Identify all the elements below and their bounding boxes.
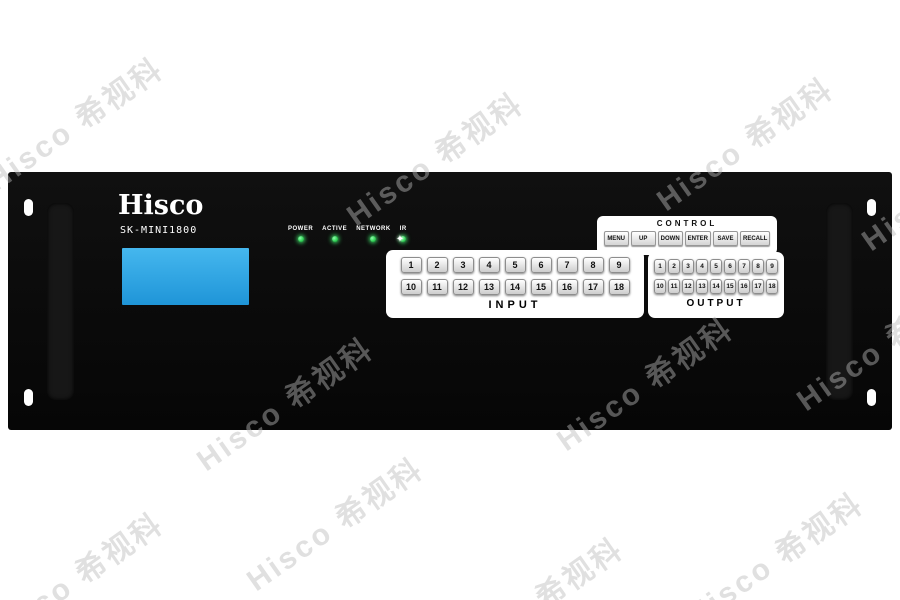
input-row-1: 1 2 3 4 5 6 7 8 9 (386, 257, 644, 273)
output-button-17[interactable]: 17 (752, 279, 764, 294)
output-label: OUTPUT (686, 298, 746, 309)
output-button-14[interactable]: 14 (710, 279, 722, 294)
input-label: INPUT (488, 299, 542, 311)
output-button-8[interactable]: 8 (752, 259, 764, 274)
control-button-up[interactable]: UP (630, 231, 656, 246)
panel-groove (826, 203, 853, 400)
output-button-3[interactable]: 3 (682, 259, 694, 274)
input-button-16[interactable]: 16 (556, 279, 578, 295)
control-section: CONTROL MENU UP DOWN ENTER SAVE RECALL (597, 216, 777, 255)
model-number: SK-MINI1800 (120, 225, 198, 236)
output-button-13[interactable]: 13 (696, 279, 708, 294)
control-button-menu[interactable]: MENU (603, 231, 629, 246)
watermark: Hisco 希视科 (0, 506, 170, 600)
led-power-label: POWER (288, 226, 314, 232)
output-button-4[interactable]: 4 (696, 259, 708, 274)
screw-slot (24, 199, 33, 216)
output-button-16[interactable]: 16 (738, 279, 750, 294)
led-active: ACTIVE (322, 226, 347, 242)
control-button-enter[interactable]: ENTER (684, 231, 711, 246)
ir-led-icon (400, 236, 407, 242)
output-button-6[interactable]: 6 (724, 259, 736, 274)
active-led-icon (331, 236, 338, 242)
output-section: 1 2 3 4 5 6 7 8 9 10 11 12 13 14 15 16 1… (648, 252, 784, 318)
screw-slot (24, 389, 33, 406)
output-button-1[interactable]: 1 (654, 259, 666, 274)
watermark: Hisco 希视科 (241, 451, 430, 598)
network-led-icon (370, 236, 377, 242)
input-button-13[interactable]: 13 (478, 279, 500, 295)
output-row-1: 1 2 3 4 5 6 7 8 9 (648, 259, 784, 274)
led-ir-label: IR (399, 226, 407, 232)
output-button-15[interactable]: 15 (724, 279, 736, 294)
input-button-5[interactable]: 5 (504, 257, 526, 273)
input-button-1[interactable]: 1 (400, 257, 422, 273)
screw-slot (867, 389, 876, 406)
input-button-14[interactable]: 14 (504, 279, 526, 295)
watermark: Hisco 希视科 (681, 486, 870, 600)
input-button-18[interactable]: 18 (608, 279, 630, 295)
led-ir: IR ✦ (396, 226, 407, 245)
input-button-15[interactable]: 15 (530, 279, 552, 295)
led-network-label: NETWORK (356, 226, 391, 232)
output-button-10[interactable]: 10 (654, 279, 666, 294)
control-button-row: MENU UP DOWN ENTER SAVE RECALL (603, 231, 771, 246)
led-power: POWER (288, 226, 313, 242)
status-led-block: POWER ACTIVE NETWORK IR ✦ (288, 226, 407, 245)
control-section-title: CONTROL (656, 219, 718, 228)
brand-logo: Hisco (118, 190, 204, 221)
input-row-2: 10 11 12 13 14 15 16 17 18 (386, 279, 644, 295)
input-button-4[interactable]: 4 (478, 257, 500, 273)
lcd-display (122, 248, 249, 305)
led-network: NETWORK (356, 226, 391, 242)
input-button-12[interactable]: 12 (452, 279, 474, 295)
rack-chassis: Hisco SK-MINI1800 POWER ACTIVE NETWORK I… (8, 172, 892, 430)
led-active-label: ACTIVE (322, 226, 348, 232)
control-button-save[interactable]: SAVE (713, 231, 738, 246)
screw-slot (867, 199, 876, 216)
input-button-3[interactable]: 3 (452, 257, 474, 273)
output-button-18[interactable]: 18 (766, 279, 778, 294)
input-button-6[interactable]: 6 (530, 257, 552, 273)
input-button-9[interactable]: 9 (608, 257, 630, 273)
control-button-down[interactable]: DOWN (657, 231, 683, 246)
input-button-10[interactable]: 10 (400, 279, 422, 295)
control-button-recall[interactable]: RECALL (740, 231, 771, 246)
input-section: 1 2 3 4 5 6 7 8 9 10 11 12 13 14 15 16 1… (386, 250, 644, 318)
panel-groove (47, 203, 74, 400)
watermark: Hisco 希视科 (436, 525, 631, 600)
input-button-11[interactable]: 11 (426, 279, 448, 295)
input-button-7[interactable]: 7 (556, 257, 578, 273)
output-button-5[interactable]: 5 (710, 259, 722, 274)
output-button-2[interactable]: 2 (668, 259, 680, 274)
input-button-8[interactable]: 8 (582, 257, 604, 273)
input-button-2[interactable]: 2 (426, 257, 448, 273)
output-button-11[interactable]: 11 (668, 279, 680, 294)
sparkle-icon: ✦ (395, 234, 405, 245)
output-button-7[interactable]: 7 (738, 259, 750, 274)
output-row-2: 10 11 12 13 14 15 16 17 18 (648, 279, 784, 294)
input-button-17[interactable]: 17 (582, 279, 604, 295)
output-button-9[interactable]: 9 (766, 259, 778, 274)
power-led-icon (297, 236, 304, 242)
output-button-12[interactable]: 12 (682, 279, 694, 294)
